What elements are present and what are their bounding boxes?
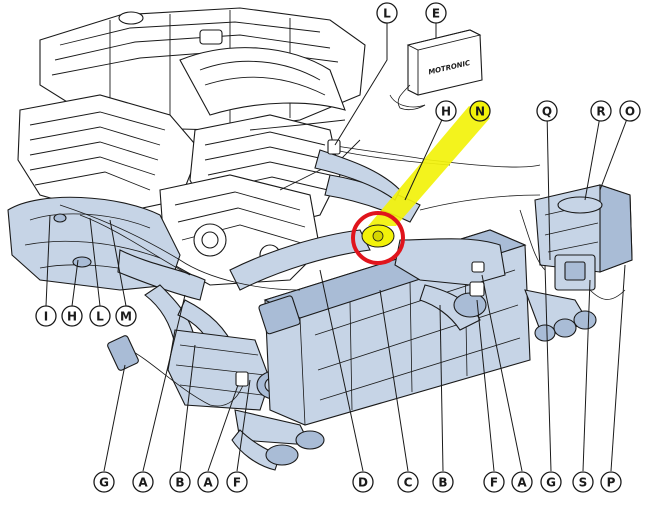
highlight-beam [368, 106, 490, 226]
callout-circle [376, 2, 398, 24]
callout-l-0: L [376, 2, 398, 24]
motronic-ecu: MOTRONIC [397, 29, 483, 111]
callout-letter: A [517, 476, 527, 490]
callout-letter: F [233, 476, 241, 490]
callout-f-19: F [483, 471, 505, 493]
callout-letter: I [44, 310, 48, 324]
callout-letter: H [441, 105, 451, 119]
leader-lines [45, 20, 631, 472]
callout-circle [89, 305, 111, 327]
callout-letter: D [358, 476, 368, 490]
callout-letter: B [175, 476, 184, 490]
callout-letter: Q [542, 105, 552, 119]
engine-block [17, 7, 366, 286]
callout-circle [397, 471, 419, 493]
callout-letter: L [96, 310, 104, 324]
callout-m-10: M [115, 305, 137, 327]
callout-circle [600, 471, 622, 493]
callout-labels: L E H N Q R O I H L M G A B A F D C B F A G S P [35, 2, 641, 493]
highlight-ring [351, 211, 405, 265]
callout-h-2: H [435, 100, 457, 122]
callout-circle [132, 471, 154, 493]
callout-circle [619, 100, 641, 122]
callout-l-9: L [89, 305, 111, 327]
callout-circle [469, 100, 491, 122]
callout-circle [425, 2, 447, 24]
callout-d-16: D [352, 471, 374, 493]
callout-i-7: I [35, 305, 57, 327]
callout-letter: N [475, 105, 485, 119]
callout-p-23: P [600, 471, 622, 493]
callout-r-5: R [590, 100, 612, 122]
callout-circle [590, 100, 612, 122]
callout-circle [226, 471, 248, 493]
callout-letter: G [546, 476, 556, 490]
callout-circle [61, 305, 83, 327]
callout-circle [352, 471, 374, 493]
callout-letter: R [596, 105, 605, 119]
callout-letter: S [579, 476, 588, 490]
callout-s-22: S [572, 471, 594, 493]
callout-letter: M [120, 310, 132, 324]
callout-circle [572, 471, 594, 493]
callout-a-12: A [132, 471, 154, 493]
callout-letter: G [99, 476, 109, 490]
callout-letter: H [67, 310, 77, 324]
callout-g-11: G [93, 471, 115, 493]
callout-circle [540, 471, 562, 493]
callout-circle [435, 100, 457, 122]
callout-circle [536, 100, 558, 122]
callout-circle [115, 305, 137, 327]
callout-circle [511, 471, 533, 493]
callout-a-14: A [197, 471, 219, 493]
callout-letter: O [625, 105, 635, 119]
callout-n-3: N [469, 100, 491, 122]
callout-letter: E [432, 7, 440, 21]
callout-letter: F [490, 476, 498, 490]
callout-f-15: F [226, 471, 248, 493]
callout-circle [93, 471, 115, 493]
callout-e-1: E [425, 2, 447, 24]
callout-circle [169, 471, 191, 493]
callout-g-21: G [540, 471, 562, 493]
callout-letter: L [383, 7, 391, 21]
callout-q-4: Q [536, 100, 558, 122]
callout-letter: C [404, 476, 413, 490]
callout-letter: P [607, 476, 616, 490]
callout-h-8: H [61, 305, 83, 327]
callout-letter: A [203, 476, 213, 490]
callout-circle [197, 471, 219, 493]
callout-b-13: B [169, 471, 191, 493]
callout-b-18: B [432, 471, 454, 493]
callout-letter: B [438, 476, 447, 490]
callout-circle [35, 305, 57, 327]
callout-circle [483, 471, 505, 493]
exhaust-system [7, 149, 633, 471]
callout-a-20: A [511, 471, 533, 493]
callout-o-6: O [619, 100, 641, 122]
callout-letter: A [138, 476, 148, 490]
callout-circle [432, 471, 454, 493]
highlighted-valve [351, 106, 490, 265]
callout-c-17: C [397, 471, 419, 493]
wiring [59, 94, 626, 407]
